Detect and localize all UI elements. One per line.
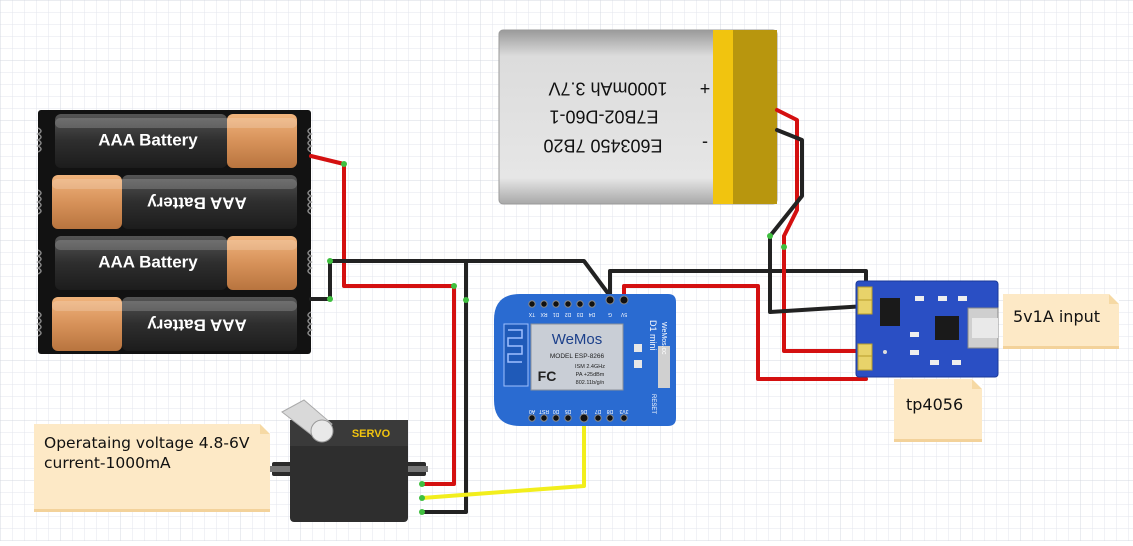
aaa-battery-cell-4: AAA Battery — [52, 297, 297, 351]
note-tp4056: tp4056 — [894, 379, 982, 439]
d1-subtitle: WeMos.cc — [660, 322, 667, 355]
d1-brand: WeMos — [552, 331, 603, 348]
wire-ground-d1 — [328, 259, 612, 298]
pin-label-d0: D0 — [553, 408, 560, 414]
aaa-battery-cell-3: AAA Battery — [55, 236, 297, 290]
aaa-battery-label-1: AAA Battery — [98, 130, 198, 149]
pin-label-a0: A0 — [529, 408, 535, 414]
lipo-battery: 1000mAh 3.7V E7B02-D60-1 E603450 7B20 + … — [498, 29, 778, 205]
pin-label-3v3: 3V3 — [619, 408, 628, 414]
d1-ism: ISM 2.4GHz — [575, 364, 605, 370]
note-fold-corner — [1109, 294, 1119, 304]
d1-wifi: 802.11b/g/n — [576, 380, 605, 386]
pin-label-d7: D7 — [595, 408, 602, 414]
pin-label-d8: D8 — [607, 408, 614, 414]
pin-label-d5: D5 — [565, 408, 572, 414]
note-input-text: 5v1A input — [1013, 307, 1101, 326]
note-servo-line1: Operataing voltage 4.8-6V — [44, 434, 250, 452]
wire-d1-5v — [622, 284, 868, 381]
d1-fcc: FC — [538, 368, 557, 384]
d1-top-pins — [528, 295, 629, 308]
wire-servo-signal — [420, 416, 586, 500]
wire-joints — [327, 161, 787, 515]
pin-label-d3: D3 — [577, 311, 584, 317]
servo-motor: SERVO — [270, 399, 428, 522]
lipo-minus-label: - — [702, 133, 708, 153]
lipo-line1: 1000mAh 3.7V — [548, 78, 667, 98]
d1-top-pin-labels: TX RX D1 D2 D3 D4 G 5V — [528, 311, 627, 317]
note-servo-spec: Operataing voltage 4.8-6V current-1000mA — [34, 424, 270, 509]
lipo-plus-label: + — [700, 78, 711, 98]
lipo-line3: E603450 7B20 — [543, 135, 662, 155]
note-input: 5v1A input — [1003, 294, 1119, 346]
tp4056-module — [855, 280, 999, 378]
aaa-battery-label-3: AAA Battery — [98, 252, 198, 271]
wire-lipo-negative — [768, 128, 868, 314]
aaa-battery-cell-1: AAA Battery — [55, 114, 297, 168]
wire-lipo-positive — [775, 108, 868, 353]
pin-label-d4: D4 — [589, 311, 596, 317]
pin-label-d1: D1 — [553, 311, 560, 317]
aaa-battery-label-4: AAA Battery — [147, 316, 247, 335]
pin-label-d2: D2 — [565, 311, 572, 317]
servo-label: SERVO — [352, 428, 391, 440]
d1-title: D1 mini — [648, 320, 658, 351]
battery-holder: AAA Battery AAA Battery AAA Battery AAA … — [36, 110, 313, 354]
wire-battery-positive — [309, 154, 456, 486]
aaa-battery-label-2: AAA Battery — [147, 194, 247, 213]
pin-label-d6: D6 — [581, 408, 588, 414]
d1-pa: PA +25dBm — [576, 372, 605, 378]
d1-model: MODEL ESP-8266 — [550, 353, 605, 360]
note-tp4056-text: tp4056 — [906, 395, 964, 414]
note-fold-corner — [260, 424, 270, 434]
pin-label-5v: 5V — [620, 311, 627, 317]
pin-label-rst: RST — [539, 408, 549, 414]
pin-label-rx: RX — [540, 311, 548, 317]
pin-label-g: G — [608, 311, 612, 317]
d1-bottom-pin-labels: A0 RST D0 D5 D6 D7 D8 3V3 — [529, 408, 629, 414]
wemos-d1-mini: WeMos MODEL ESP-8266 FC ISM 2.4GHz PA +2… — [494, 294, 676, 426]
d1-reset: RESET — [650, 394, 656, 414]
aaa-battery-cell-2: AAA Battery — [52, 175, 297, 229]
pin-label-tx: TX — [528, 311, 535, 317]
lipo-line2: E7B02-D60-1 — [549, 106, 658, 126]
note-servo-line2: current-1000mA — [44, 454, 171, 472]
note-fold-corner — [972, 379, 982, 389]
d1-bottom-pins — [528, 413, 628, 423]
